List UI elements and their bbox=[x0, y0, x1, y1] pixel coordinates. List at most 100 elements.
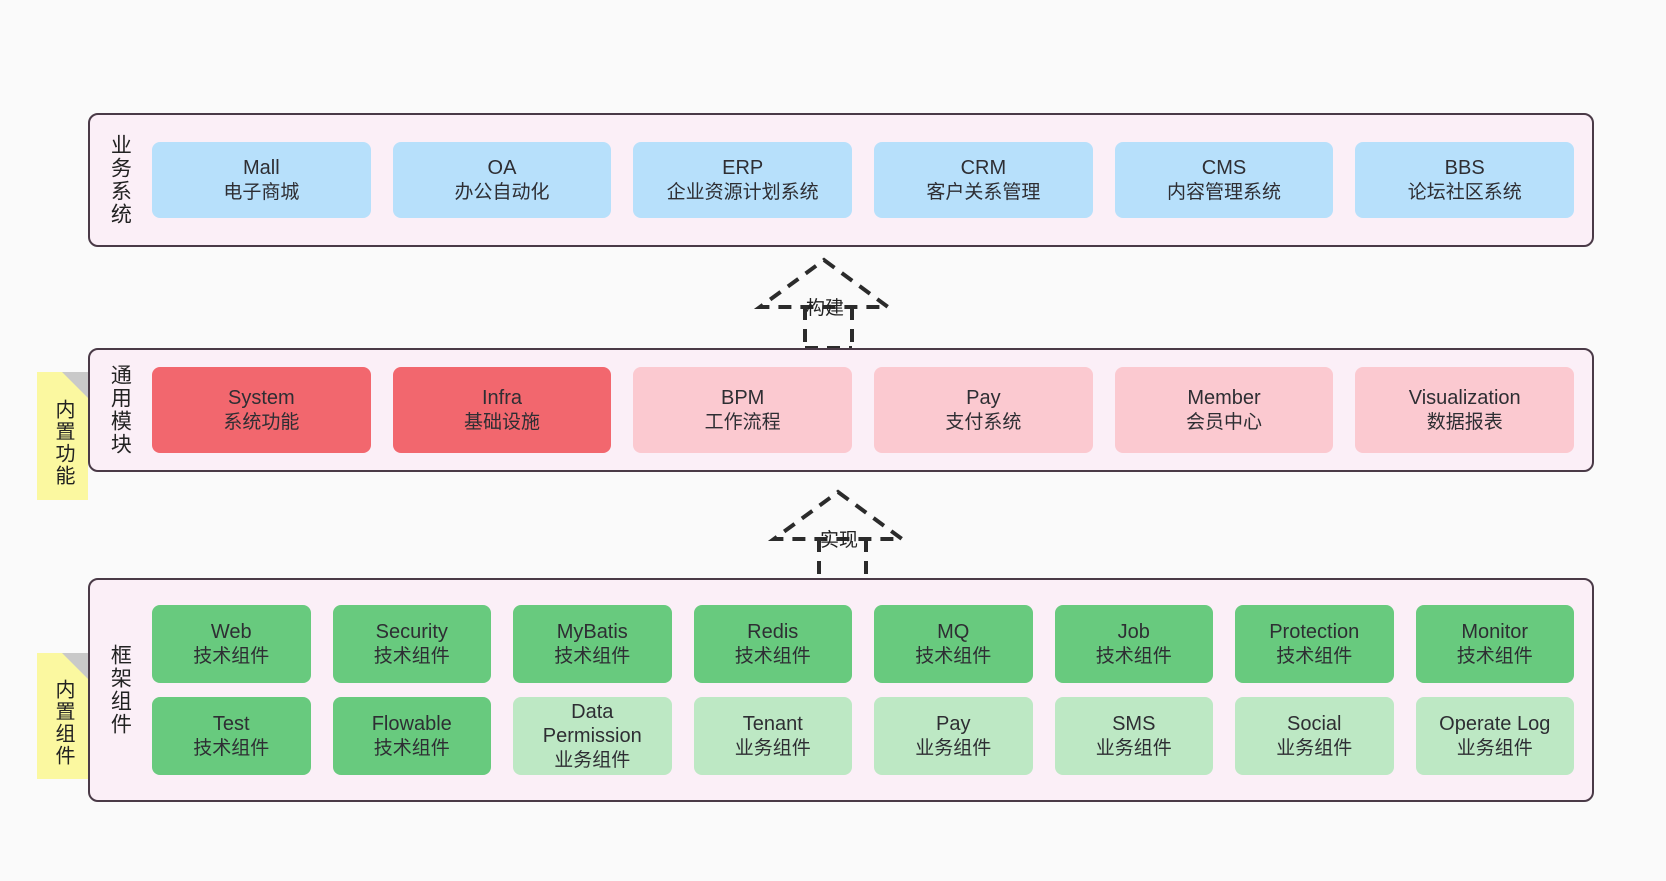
layer-framework-component: 框架组件 Web 技术组件 Security 技术组件 MyBatis 技术组件… bbox=[88, 578, 1594, 802]
node-title: Data Permission bbox=[542, 701, 642, 748]
node-title: SMS bbox=[1112, 713, 1156, 736]
node-subtitle: 基础设施 bbox=[464, 411, 541, 433]
generalization-arrowhead bbox=[753, 257, 895, 309]
layer-common-module-body: System 系统功能 Infra 基础设施 BPM 工作流程 Pay 支付系统… bbox=[142, 350, 1592, 470]
node-oa[interactable]: OA 办公自动化 bbox=[392, 142, 612, 218]
node-title: MyBatis bbox=[556, 621, 628, 644]
node-title: Protection bbox=[1269, 621, 1360, 644]
layer-framework-component-body: Web 技术组件 Security 技术组件 MyBatis 技术组件 Redi… bbox=[142, 580, 1592, 800]
node-sms[interactable]: SMS 业务组件 bbox=[1054, 697, 1213, 775]
node-erp[interactable]: ERP 企业资源计划系统 bbox=[633, 142, 853, 218]
layer-framework-component-label: 框架组件 bbox=[108, 644, 132, 736]
node-web[interactable]: Web 技术组件 bbox=[152, 605, 311, 683]
node-subtitle: 业务组件 bbox=[734, 737, 811, 759]
node-subtitle: 企业资源计划系统 bbox=[666, 181, 819, 203]
layer-business-system-body: Mall 电子商城 OA 办公自动化 ERP 企业资源计划系统 CRM 客户关系… bbox=[142, 115, 1592, 245]
node-row: System 系统功能 Infra 基础设施 BPM 工作流程 Pay 支付系统… bbox=[152, 367, 1575, 453]
connector-build-label: 构建 bbox=[806, 298, 845, 319]
node-subtitle: 客户关系管理 bbox=[926, 181, 1041, 203]
node-row: Web 技术组件 Security 技术组件 MyBatis 技术组件 Redi… bbox=[152, 605, 1574, 683]
node-title: CMS bbox=[1201, 157, 1247, 180]
node-subtitle: 技术组件 bbox=[373, 737, 450, 759]
node-bpm[interactable]: BPM 工作流程 bbox=[633, 367, 853, 453]
node-title: BPM bbox=[721, 387, 765, 410]
node-row: Test 技术组件 Flowable 技术组件 Data Permission … bbox=[152, 697, 1574, 775]
node-flowable[interactable]: Flowable 技术组件 bbox=[332, 697, 491, 775]
node-subtitle: 会员中心 bbox=[1186, 411, 1263, 433]
node-title: Redis bbox=[747, 621, 799, 644]
node-mq[interactable]: MQ 技术组件 bbox=[874, 605, 1033, 683]
sticky-note-builtin-component: 内置组件 bbox=[37, 653, 88, 779]
node-title: System bbox=[227, 387, 295, 410]
node-title: Visualization bbox=[1408, 387, 1521, 410]
node-subtitle: 业务组件 bbox=[1456, 737, 1533, 759]
node-title: Flowable bbox=[371, 713, 452, 736]
node-subtitle: 技术组件 bbox=[734, 645, 811, 667]
node-pay-component[interactable]: Pay 业务组件 bbox=[874, 697, 1033, 775]
node-title: Operate Log bbox=[1439, 713, 1551, 736]
node-member[interactable]: Member 会员中心 bbox=[1114, 367, 1334, 453]
node-operate-log[interactable]: Operate Log 业务组件 bbox=[1415, 697, 1574, 775]
node-title: Member bbox=[1187, 387, 1261, 410]
sticky-note-label: 内置组件 bbox=[52, 679, 74, 767]
node-subtitle: 业务组件 bbox=[554, 749, 631, 771]
node-title: Mall bbox=[243, 157, 280, 180]
node-title: Test bbox=[212, 713, 250, 736]
node-test[interactable]: Test 技术组件 bbox=[152, 697, 311, 775]
node-subtitle: 技术组件 bbox=[193, 737, 270, 759]
node-redis[interactable]: Redis 技术组件 bbox=[693, 605, 852, 683]
node-mybatis[interactable]: MyBatis 技术组件 bbox=[513, 605, 672, 683]
node-subtitle: 系统功能 bbox=[223, 411, 300, 433]
node-subtitle: 技术组件 bbox=[373, 645, 450, 667]
node-title: Social bbox=[1287, 713, 1342, 736]
node-mall[interactable]: Mall 电子商城 bbox=[152, 142, 371, 218]
sticky-note-builtin-function: 内置功能 bbox=[37, 372, 88, 500]
node-title: Security bbox=[375, 621, 448, 644]
node-subtitle: 技术组件 bbox=[915, 645, 992, 667]
node-subtitle: 内容管理系统 bbox=[1167, 181, 1282, 203]
node-infra[interactable]: Infra 基础设施 bbox=[392, 367, 612, 453]
node-system[interactable]: System 系统功能 bbox=[152, 367, 371, 453]
node-bbs[interactable]: BBS 论坛社区系统 bbox=[1355, 142, 1575, 218]
node-security[interactable]: Security 技术组件 bbox=[332, 605, 491, 683]
layer-common-module: 通用模块 System 系统功能 Infra 基础设施 BPM 工作流程 Pay… bbox=[88, 348, 1594, 472]
sticky-fold-icon bbox=[62, 372, 88, 398]
node-title: Pay bbox=[936, 713, 971, 736]
node-title: Web bbox=[210, 621, 252, 644]
layer-business-system-label: 业务系统 bbox=[108, 134, 132, 226]
node-subtitle: 办公自动化 bbox=[454, 181, 550, 203]
node-title: ERP bbox=[722, 157, 764, 180]
node-title: Infra bbox=[481, 387, 523, 410]
node-subtitle: 技术组件 bbox=[193, 645, 270, 667]
node-row: Mall 电子商城 OA 办公自动化 ERP 企业资源计划系统 CRM 客户关系… bbox=[152, 142, 1575, 218]
generalization-arrowhead bbox=[767, 489, 909, 541]
node-subtitle: 业务组件 bbox=[915, 737, 992, 759]
node-protection[interactable]: Protection 技术组件 bbox=[1235, 605, 1394, 683]
node-title: Monitor bbox=[1461, 621, 1529, 644]
node-subtitle: 支付系统 bbox=[945, 411, 1022, 433]
node-subtitle: 技术组件 bbox=[1276, 645, 1353, 667]
node-subtitle: 工作流程 bbox=[704, 411, 781, 433]
node-social[interactable]: Social 业务组件 bbox=[1235, 697, 1394, 775]
sticky-fold-icon bbox=[62, 653, 88, 679]
node-cms[interactable]: CMS 内容管理系统 bbox=[1114, 142, 1334, 218]
node-subtitle: 数据报表 bbox=[1426, 411, 1503, 433]
node-monitor[interactable]: Monitor 技术组件 bbox=[1415, 605, 1574, 683]
node-job[interactable]: Job 技术组件 bbox=[1054, 605, 1213, 683]
node-data-permission[interactable]: Data Permission 业务组件 bbox=[513, 697, 672, 775]
node-subtitle: 业务组件 bbox=[1095, 737, 1172, 759]
node-crm[interactable]: CRM 客户关系管理 bbox=[874, 142, 1093, 218]
node-pay-module[interactable]: Pay 支付系统 bbox=[874, 367, 1093, 453]
node-subtitle: 技术组件 bbox=[1456, 645, 1533, 667]
layer-common-module-label: 通用模块 bbox=[108, 364, 132, 456]
node-title: Pay bbox=[966, 387, 1001, 410]
node-title: Job bbox=[1117, 621, 1150, 644]
sticky-note-label: 内置功能 bbox=[52, 399, 74, 487]
node-subtitle: 技术组件 bbox=[1095, 645, 1172, 667]
node-title: OA bbox=[487, 157, 517, 180]
node-tenant[interactable]: Tenant 业务组件 bbox=[693, 697, 852, 775]
node-visualization[interactable]: Visualization 数据报表 bbox=[1355, 367, 1575, 453]
node-title: BBS bbox=[1444, 157, 1485, 180]
connector-implement-label: 实现 bbox=[820, 530, 859, 551]
